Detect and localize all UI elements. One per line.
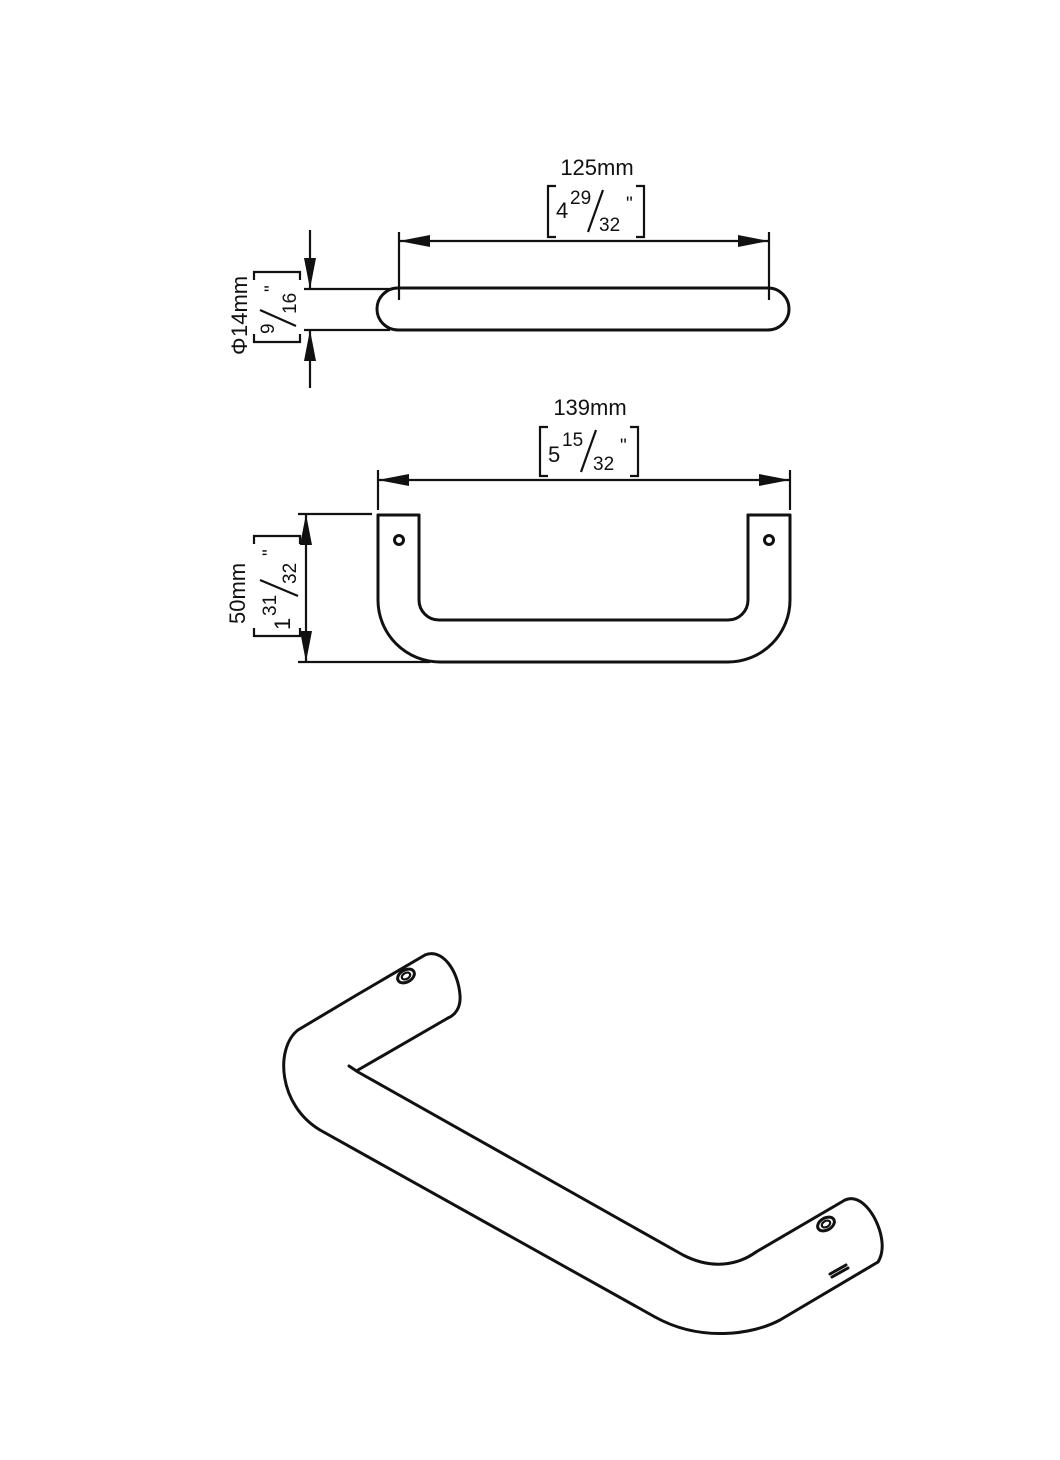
projection-fraction-slash xyxy=(259,578,299,598)
arrowhead-left xyxy=(399,235,430,247)
iso-hole-left xyxy=(396,967,416,985)
diameter-metric-label: 14mm xyxy=(227,276,252,337)
length-fraction-slash xyxy=(586,189,605,233)
diameter-inch-mark: " xyxy=(262,285,283,292)
iso-outer-contour xyxy=(282,953,880,1335)
bar-outline xyxy=(375,286,791,332)
iso-inner-right xyxy=(754,1198,847,1254)
projection-label-group: 50mm xyxy=(225,563,250,624)
iso-hole-right xyxy=(816,1215,836,1233)
diameter-arrow-bottom xyxy=(304,330,316,361)
projection-imperial-numerator: 31 xyxy=(260,595,281,616)
diameter-imperial-numerator: 9 xyxy=(258,323,279,334)
width-metric-label: 139mm xyxy=(553,395,626,420)
iso-hole-left-inner xyxy=(400,971,412,981)
width-imperial-numerator: 15 xyxy=(562,430,583,451)
diameter-imperial-bracket xyxy=(252,270,302,344)
iso-marking xyxy=(828,1263,850,1279)
isometric-view xyxy=(282,952,884,1335)
length-imperial-whole: 4 xyxy=(556,198,568,223)
projection-inch-mark: " xyxy=(260,549,281,556)
length-imperial-numerator: 29 xyxy=(570,188,591,209)
projection-arrow-bottom xyxy=(300,631,312,662)
length-imperial-bracket xyxy=(546,184,646,239)
screw-hole-left xyxy=(393,534,405,546)
length-metric-label: 125mm xyxy=(560,155,633,180)
projection-imperial-bracket xyxy=(252,534,302,638)
diameter-label-group: Φ 14mm xyxy=(227,276,252,355)
width-fraction-slash xyxy=(579,429,598,473)
width-arrow-left xyxy=(378,474,409,486)
diameter-imperial-denominator: 16 xyxy=(280,293,301,314)
iso-end-cap-right xyxy=(843,1197,884,1264)
projection-arrow-top xyxy=(300,514,312,545)
width-imperial-bracket xyxy=(538,425,640,478)
projection-imperial-whole: 1 xyxy=(270,618,295,630)
projection-metric-label: 50mm xyxy=(225,563,250,624)
iso-end-cap-left xyxy=(423,952,462,1020)
length-imperial-denominator: 32 xyxy=(599,215,620,236)
width-imperial-whole: 5 xyxy=(548,442,560,467)
length-inch-mark: " xyxy=(626,194,633,215)
width-arrow-right xyxy=(759,474,790,486)
projection-imperial-group: 1 31 32 " xyxy=(252,534,302,638)
handle-outer-outline xyxy=(376,513,792,664)
iso-hole-right-inner xyxy=(820,1219,832,1229)
diameter-symbol: Φ xyxy=(227,337,252,355)
handle-inner-outline xyxy=(417,513,750,622)
width-imperial-denominator: 32 xyxy=(593,454,614,475)
top-view: 125mm 4 29 32 " Φ 14mm 9 16 " xyxy=(227,155,791,388)
front-view: 139mm 5 15 32 " 50mm 1 31 32 " xyxy=(225,395,792,664)
projection-imperial-denominator: 32 xyxy=(280,563,301,584)
iso-inner-crease xyxy=(347,1064,758,1266)
diameter-arrow-top xyxy=(304,258,316,289)
width-inch-mark: " xyxy=(620,436,627,457)
screw-hole-right xyxy=(763,534,775,546)
diameter-fraction-slash xyxy=(259,308,297,328)
diameter-imperial-group: 9 16 " xyxy=(252,270,302,344)
arrowhead-right xyxy=(738,235,769,247)
iso-inner-left xyxy=(356,1016,450,1072)
